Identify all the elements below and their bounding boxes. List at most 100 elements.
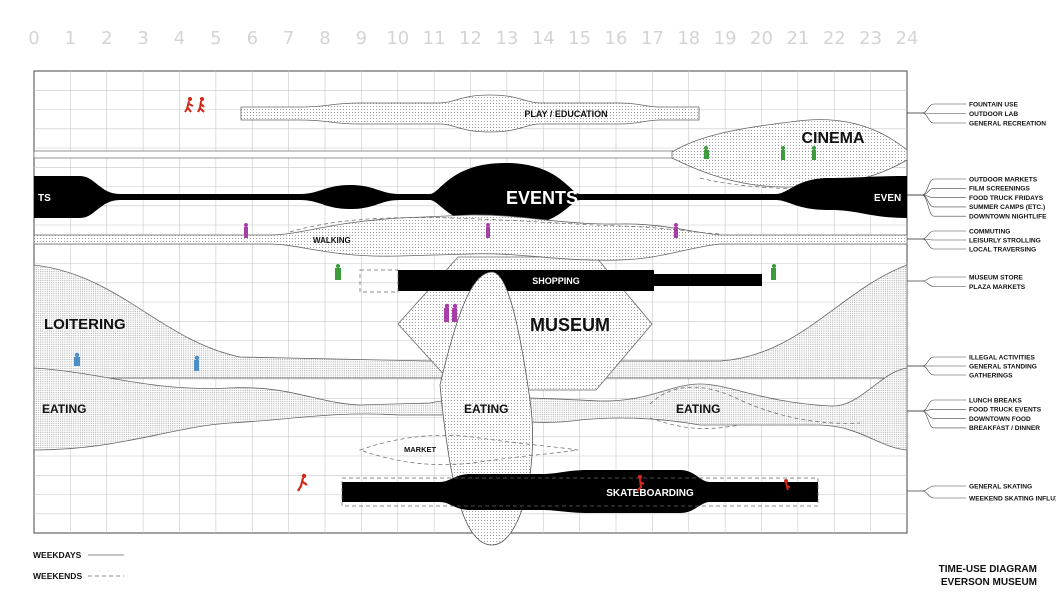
label-leader-line: [907, 280, 966, 287]
label-walking: WALKING: [313, 236, 351, 245]
figure-blue-2: [194, 355, 200, 371]
label-eating-right: EATING: [676, 402, 720, 416]
figure-pink-3: [674, 223, 678, 238]
label-museum: MUSEUM: [530, 315, 610, 335]
figure-red-skater-3: [784, 479, 791, 491]
activity-label-walking: COMMUTING: [969, 228, 1010, 235]
hour-label: 10: [386, 28, 409, 49]
hour-label: 2: [101, 28, 112, 49]
activity-label-eating: DOWNTOWN FOOD: [969, 416, 1031, 423]
activity-label-walking: LOCAL TRAVERSING: [969, 246, 1036, 253]
figure-pink-couple: [444, 303, 458, 322]
activity-label-events: SUMMER CAMPS (ETC.): [969, 204, 1045, 211]
activity-label-play: FOUNTAIN USE: [969, 101, 1019, 108]
activity-label-play: GENERAL RECREATION: [969, 120, 1046, 127]
hour-label: 15: [568, 28, 591, 49]
activity-label-events: FOOD TRUCK FRIDAYS: [969, 195, 1044, 202]
walking-weekend-line: [289, 217, 721, 235]
label-leader-line: [907, 194, 966, 217]
figure-pink-2: [486, 223, 490, 238]
figure-red-skater-1: [297, 473, 308, 492]
activity-label-eating: LUNCH BREAKS: [969, 397, 1022, 404]
figure-green-1: [704, 146, 709, 159]
label-eating-left: EATING: [42, 402, 86, 416]
label-play-education: PLAY / EDUCATION: [524, 109, 607, 119]
activity-label-eating: BREAKFAST / DINNER: [969, 425, 1040, 432]
skateboarding-band: [342, 470, 818, 513]
figure-green-4: [335, 264, 341, 280]
label-events: EVENTS: [506, 188, 578, 208]
label-shopping: SHOPPING: [532, 276, 580, 286]
shopping-bar: [398, 270, 654, 291]
label-leader-line: [907, 178, 966, 196]
people-figures: [74, 97, 816, 492]
hour-label: 0: [28, 28, 39, 49]
activity-label-loitering: GATHERINGS: [969, 372, 1013, 379]
hour-label: 19: [714, 28, 737, 49]
label-leader-line: [907, 365, 966, 376]
label-market: MARKET: [404, 445, 436, 454]
label-loitering: LOITERING: [44, 316, 126, 333]
activity-label-skating: WEEKEND SKATING INFLUX: [969, 495, 1056, 502]
label-leader-line: [907, 356, 966, 367]
label-leader-line: [907, 410, 966, 429]
diagram-title-line1: TIME-USE DIAGRAM: [939, 564, 1037, 575]
label-leader-line: [907, 276, 966, 282]
hour-label: 5: [210, 28, 221, 49]
cinema-band: [671, 119, 908, 188]
diagram-title-line2: EVERSON MUSEUM: [941, 577, 1037, 588]
figure-pink-1: [244, 223, 248, 238]
label-leader-line: [907, 485, 966, 492]
hour-label: 24: [896, 28, 919, 49]
label-leader-line: [907, 490, 966, 499]
hour-label: 1: [65, 28, 76, 49]
figure-green-2: [781, 146, 785, 160]
activity-label-loitering: ILLEGAL ACTIVITIES: [969, 354, 1036, 361]
loitering-band: [33, 264, 908, 379]
hour-label: 21: [786, 28, 809, 49]
eating-weekend-line-lower: [649, 417, 741, 429]
activity-label-events: OUTDOOR MARKETS: [969, 176, 1038, 183]
label-leader-line: [907, 230, 966, 240]
label-leader-line: [907, 112, 966, 124]
activity-label-shopping: PLAZA MARKETS: [969, 284, 1026, 291]
activity-label-events: FILM SCREENINGS: [969, 186, 1030, 193]
play-education-band: [240, 94, 700, 133]
label-events-left: TS: [38, 193, 51, 204]
market-shape: [358, 434, 579, 466]
legend: WEEKDAYS WEEKENDS: [33, 550, 124, 581]
hour-label: 7: [283, 28, 294, 49]
skateboarding-weekend-line: [341, 477, 819, 507]
label-leader-line: [907, 188, 966, 196]
activity-label-walking: LEISURLY STROLLING: [969, 237, 1041, 244]
hour-label: 8: [319, 28, 330, 49]
label-leader-line: [907, 194, 966, 198]
activity-labels: FOUNTAIN USE OUTDOOR LAB GENERAL RECREATIO…: [907, 101, 1056, 502]
hour-label: 4: [174, 28, 185, 49]
shopping-bar-evening: [654, 274, 762, 286]
hour-label: 16: [605, 28, 628, 49]
figure-green-5: [771, 264, 776, 280]
walking-band: [33, 214, 908, 261]
label-skateboarding: SKATEBOARDING: [606, 488, 694, 499]
figure-red-runners: [184, 97, 205, 113]
activity-label-play: OUTDOOR LAB: [969, 111, 1018, 118]
label-leader-line: [907, 103, 966, 114]
activity-label-shopping: MUSEUM STORE: [969, 274, 1023, 281]
hour-label: 20: [750, 28, 773, 49]
hour-label: 3: [137, 28, 148, 49]
activity-label-skating: GENERAL SKATING: [969, 483, 1032, 490]
label-eating-mid: EATING: [464, 402, 508, 416]
figure-blue-1: [74, 352, 80, 366]
hour-label: 12: [459, 28, 482, 49]
label-leader-line: [907, 410, 966, 419]
figure-green-3: [812, 146, 816, 160]
legend-weekends-label: WEEKENDS: [33, 571, 82, 581]
hour-label: 18: [677, 28, 700, 49]
eating-weekend-line: [649, 386, 861, 424]
label-leader-line: [907, 194, 966, 208]
hour-label: 11: [423, 28, 446, 49]
shopping-weekend-outline: [359, 269, 399, 293]
